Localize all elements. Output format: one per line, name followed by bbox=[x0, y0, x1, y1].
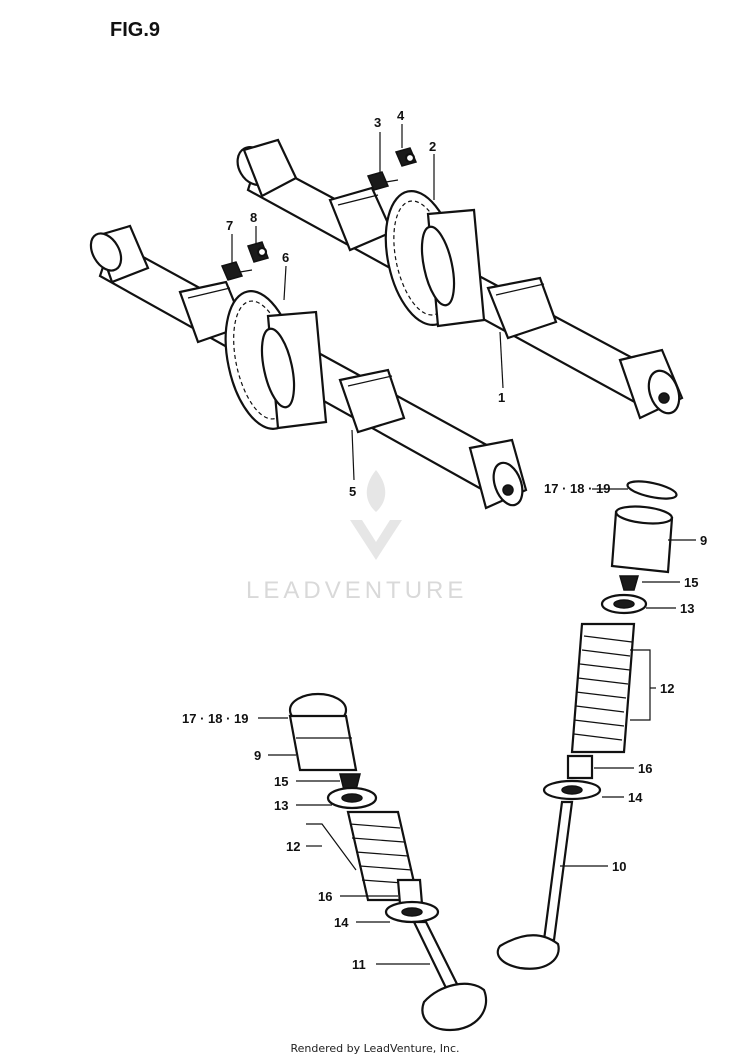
callout-9-left: 9 bbox=[254, 748, 261, 763]
callout-16-left: 16 bbox=[318, 889, 332, 904]
figure-title: FIG.9 bbox=[110, 19, 160, 41]
bolt-7 bbox=[220, 261, 253, 281]
callout-11: 11 bbox=[352, 957, 366, 972]
retainer-left bbox=[326, 786, 378, 810]
seal-left bbox=[396, 878, 424, 906]
callout-14-right: 14 bbox=[628, 790, 643, 805]
tappet-right bbox=[610, 505, 674, 574]
bolt-3 bbox=[366, 171, 399, 191]
callout-12-left: 12 bbox=[286, 839, 300, 854]
callout-15-left: 15 bbox=[274, 774, 288, 789]
callout-5: 5 bbox=[349, 484, 356, 499]
callout-15-right: 15 bbox=[684, 575, 698, 590]
footer-credit: Rendered by LeadVenture, Inc. bbox=[290, 1042, 460, 1055]
callout-1: 1 bbox=[498, 390, 505, 405]
callout-16-right: 16 bbox=[638, 761, 652, 776]
cam-sprocket-lower bbox=[224, 290, 328, 430]
cotter-right bbox=[619, 575, 639, 591]
callout-17-18-19-left: 17 · 18 · 19 bbox=[182, 711, 249, 726]
shim-right bbox=[626, 480, 678, 500]
bolt-4 bbox=[394, 147, 418, 167]
callout-9-right: 9 bbox=[700, 533, 707, 548]
leader-lines bbox=[231, 124, 696, 965]
callout-3: 3 bbox=[374, 115, 381, 130]
seal-right bbox=[566, 754, 594, 780]
callout-17-18-19-right: 17 · 18 · 19 bbox=[544, 481, 611, 496]
callout-4: 4 bbox=[397, 108, 405, 123]
valve-11 bbox=[412, 920, 488, 1032]
bolt-8 bbox=[247, 241, 269, 263]
seat-left bbox=[384, 900, 440, 924]
watermark-text: LEADVENTURE bbox=[246, 577, 467, 604]
callout-6: 6 bbox=[282, 250, 289, 265]
callout-8: 8 bbox=[250, 210, 257, 225]
callout-12-right: 12 bbox=[660, 681, 674, 696]
seat-right bbox=[542, 779, 602, 801]
callout-13-left: 13 bbox=[274, 798, 288, 813]
callout-7: 7 bbox=[226, 218, 233, 233]
cam-sprocket-upper bbox=[384, 190, 486, 328]
spring-right bbox=[570, 622, 636, 754]
callout-14-left: 14 bbox=[334, 915, 349, 930]
callout-13-right: 13 bbox=[680, 601, 694, 616]
retainer-right bbox=[600, 593, 648, 615]
watermark-logo bbox=[350, 470, 402, 560]
callout-10: 10 bbox=[612, 859, 626, 874]
valve-10 bbox=[496, 800, 574, 970]
callout-2: 2 bbox=[429, 139, 436, 154]
tappet-left bbox=[288, 692, 358, 772]
